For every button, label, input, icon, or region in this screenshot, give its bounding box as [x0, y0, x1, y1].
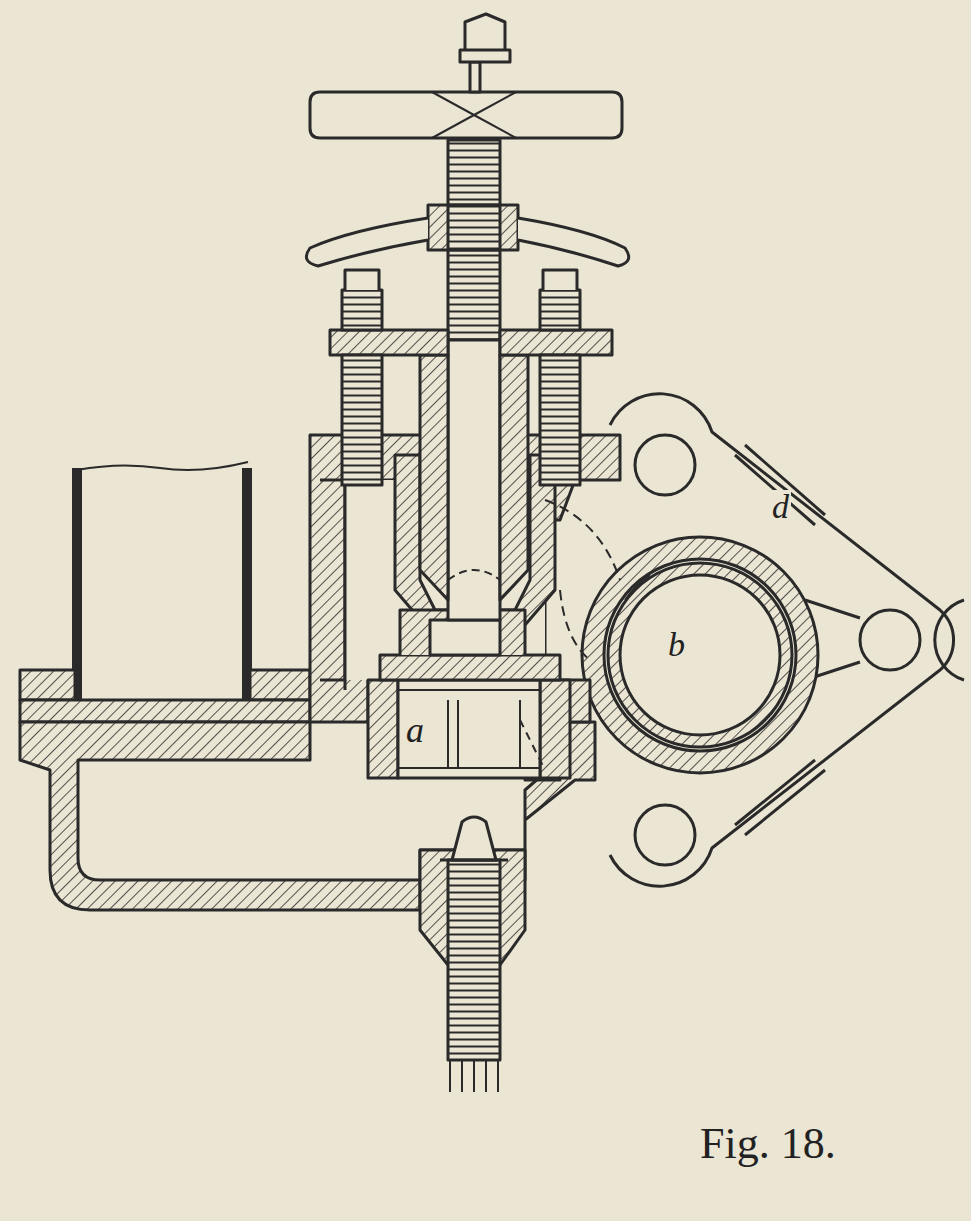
part-letter: a [404, 712, 426, 748]
part-letter: b [668, 628, 685, 662]
figure-caption: Fig. 18. [700, 1122, 836, 1166]
part-letter: d [770, 490, 791, 524]
